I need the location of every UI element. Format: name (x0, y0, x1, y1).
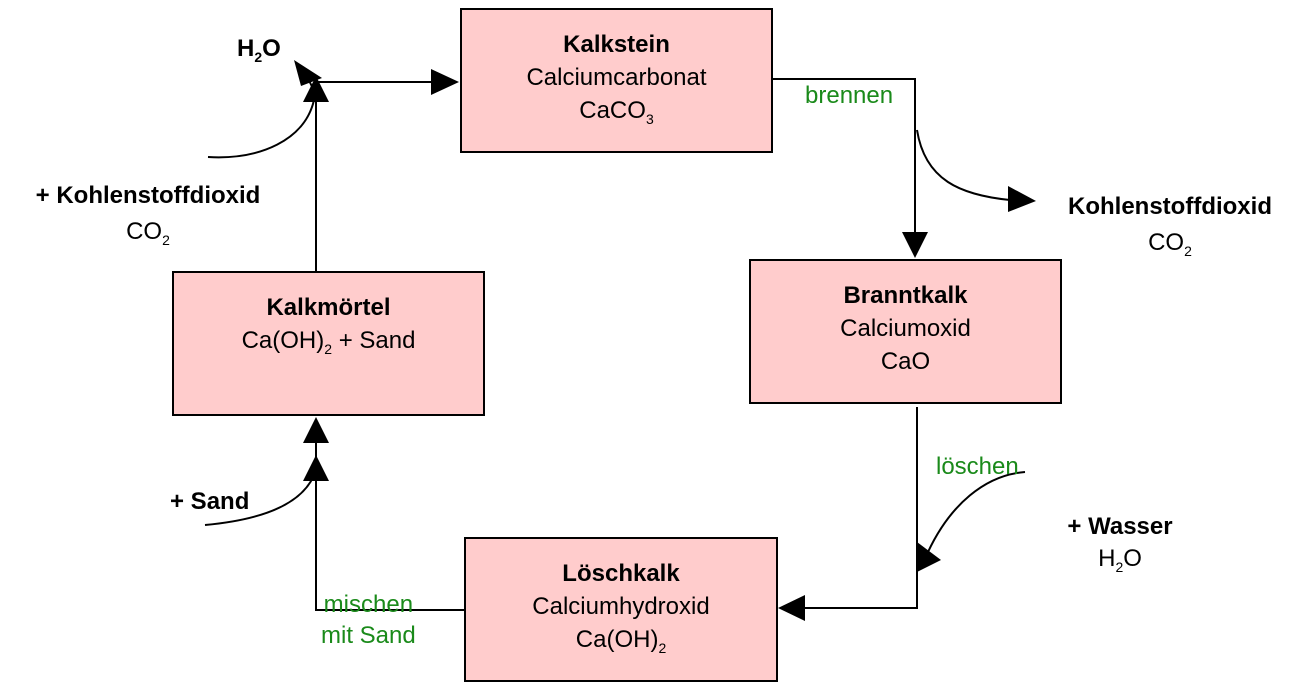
connector-kalkstein-branntkalk (772, 78, 916, 235)
co2-out-label: Kohlenstoffdioxid CO2 (1045, 189, 1295, 261)
water-in-name: + Wasser (1067, 513, 1173, 540)
node-kalkmoertel-formula: Ca(OH)2 + Sand (174, 324, 483, 357)
water-out-o: O (262, 35, 281, 62)
formula-text: CO (126, 218, 163, 245)
node-kalkstein-line1: Calciumcarbonat (526, 64, 707, 91)
node-kalkstein-formula: CaCO3 (462, 94, 771, 127)
formula-text: CaCO (579, 97, 646, 124)
node-kalkstein-title: Kalkstein (563, 31, 670, 58)
formula-suffix: + Sand (332, 327, 416, 354)
formula-text: Ca(OH) (241, 327, 325, 354)
node-branntkalk-formula: CaO (880, 348, 931, 375)
sand-in-label: + Sand (170, 488, 250, 515)
formula-subscript: 2 (1184, 243, 1192, 259)
arrowhead-co2-out (1008, 186, 1036, 212)
formula-subscript: 2 (324, 341, 333, 357)
arrowhead-to-kalkstein (431, 69, 459, 95)
arrowhead-to-loeschkalk (778, 595, 805, 621)
water-in-label: + Wasser H2O (1050, 511, 1190, 575)
co2-in-formula: CO2 (10, 214, 286, 250)
node-loeschkalk: Löschkalk Calciumhydroxid Ca(OH)2 (464, 537, 778, 682)
process-label-brennen: brennen (805, 82, 894, 109)
node-branntkalk: Branntkalk Calciumoxid CaO (749, 259, 1062, 404)
formula-subscript: 2 (162, 232, 170, 248)
water-out-subscript: 2 (254, 49, 263, 65)
formula-subscript: 3 (645, 111, 654, 127)
node-kalkmoertel-title: Kalkmörtel (266, 294, 391, 321)
process-label-mischen: mischen mit Sand (321, 589, 416, 651)
connector-water-in (927, 471, 1026, 553)
formula-text: Ca(OH) (575, 626, 659, 653)
water-out-label: H2O (237, 35, 281, 65)
formula-text: CO (1148, 229, 1185, 256)
node-loeschkalk-formula: Ca(OH)2 (466, 623, 776, 656)
node-kalkstein: Kalkstein Calciumcarbonat CaCO3 (460, 8, 773, 153)
formula-text: H (1098, 545, 1116, 572)
connector-loeschkalk-kalkmoertel (315, 440, 465, 611)
co2-out-formula: CO2 (1045, 225, 1295, 261)
arrowhead-to-branntkalk (902, 232, 928, 258)
node-branntkalk-title: Branntkalk (843, 282, 968, 309)
node-kalkmoertel: Kalkmörtel Ca(OH)2 + Sand (172, 271, 485, 416)
arrowhead-water-in (917, 542, 941, 572)
connector-co2-out (916, 129, 1011, 201)
co2-in-label: + Kohlenstoffdioxid CO2 (10, 178, 286, 250)
connector-kalkmoertel-kalkstein (315, 81, 432, 272)
water-in-formula: H2O (1050, 543, 1190, 575)
formula-subscript: 2 (1115, 559, 1124, 575)
process-label-loeschen: löschen (936, 453, 1019, 480)
co2-in-name: + Kohlenstoffdioxid (35, 182, 261, 209)
formula-subscript: 2 (658, 640, 667, 656)
node-loeschkalk-title: Löschkalk (562, 560, 680, 587)
process-label-mischen-line2: mit Sand (321, 622, 416, 649)
node-branntkalk-line1: Calciumoxid (840, 315, 971, 342)
connector-branntkalk-loeschkalk (800, 407, 918, 609)
arrowhead-sand-in (303, 455, 329, 481)
co2-out-name: Kohlenstoffdioxid (1068, 193, 1272, 220)
arrowhead-water-out (294, 60, 322, 86)
node-loeschkalk-line1: Calciumhydroxid (532, 593, 710, 620)
arrowhead-to-kalkmoertel (303, 417, 329, 443)
process-label-mischen-line1: mischen (323, 591, 414, 618)
formula-suffix: O (1123, 545, 1142, 572)
arrowhead-co2-in (303, 76, 329, 102)
connector-co2-in (207, 99, 315, 159)
water-out-h: H (237, 35, 255, 62)
